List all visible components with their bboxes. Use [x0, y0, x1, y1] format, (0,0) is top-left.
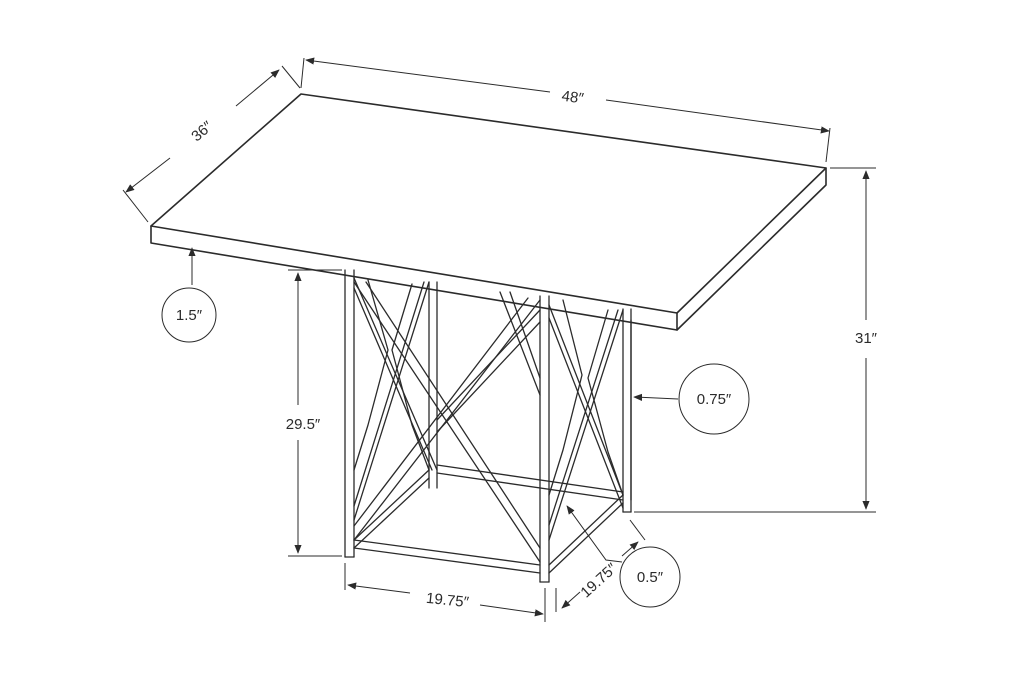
- dim-height-31: 31″: [634, 167, 878, 513]
- label-tube-width: 0.75″: [697, 391, 732, 408]
- label-base-width: 19.75″: [425, 590, 470, 611]
- label-depth: 36″: [188, 118, 216, 146]
- label-rod-diameter: 0.5″: [637, 569, 664, 586]
- callout-circle-rod: [619, 546, 681, 608]
- label-top-thickness: 1.5″: [176, 307, 203, 324]
- dim-tube-width: 0.75″: [633, 363, 750, 435]
- leg-front-right: [539, 295, 550, 583]
- front-crossbrace: [353, 281, 541, 563]
- leg-back-right: [622, 308, 632, 513]
- left-side-crossbrace: [353, 277, 438, 521]
- dim-top-thickness: 1.5″: [161, 247, 217, 343]
- dim-width-48: 48″: [300, 57, 831, 163]
- dim-base-width: 19.75″: [344, 563, 546, 622]
- dim-depth-36: 36″: [122, 65, 301, 223]
- table-top: [150, 93, 827, 331]
- label-base-depth: 19.75″: [577, 560, 621, 602]
- callout-circle-thickness: [161, 287, 217, 343]
- leg-back-left: [428, 281, 438, 489]
- pedestal-base: [344, 269, 632, 583]
- label-width: 48″: [561, 88, 586, 108]
- right-side-crossbrace: [548, 299, 632, 541]
- label-leg-height: 29.5″: [286, 416, 321, 433]
- label-height: 31″: [855, 330, 878, 347]
- dim-rod-diameter: 0.5″: [566, 505, 681, 608]
- leg-front-left: [344, 269, 355, 558]
- bottom-stretchers: [353, 464, 624, 574]
- dim-leg-height-29-5: 29.5″: [286, 269, 342, 557]
- callout-circle-tube: [678, 363, 750, 435]
